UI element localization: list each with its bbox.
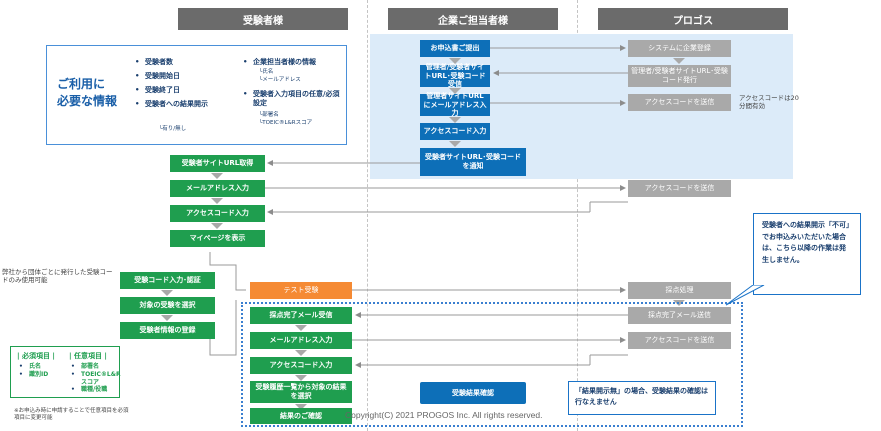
callout-pointer-icon: [725, 285, 765, 306]
candidate-step-select-test: 対象の受験を選択: [120, 297, 215, 314]
progos-step-scoring: 採点処理: [628, 282, 731, 299]
candidate-step-history: 受験履歴一覧から対象の結果を選択: [250, 381, 352, 403]
access-code-note: アクセスコードは20分間有効: [739, 94, 799, 111]
optional-heading-text: 任意項目: [74, 352, 102, 360]
footnote: ※お申込み時に申請することで任意項目を必須項目に変更可能: [14, 408, 129, 422]
info-subitem: └有り/無し: [159, 126, 187, 132]
candidate-step-take-test: テスト受験: [250, 282, 352, 299]
column-divider: [577, 0, 578, 431]
arrow-down-icon: [161, 290, 173, 296]
info-subitem: └氏名: [259, 69, 274, 75]
candidate-step-email: メールアドレス入力: [170, 180, 265, 197]
column-divider: [367, 0, 368, 431]
progos-step-issue-url: 管理者/受験者サイトURL･受験コード発行: [628, 65, 731, 87]
arrow-down-icon: [295, 404, 307, 410]
optional-heading: | 任意項目 |: [69, 352, 107, 360]
arrow-down-icon: [449, 141, 461, 147]
optional-item: 部署名: [71, 363, 121, 371]
candidate-step-email-2: メールアドレス入力: [250, 332, 352, 349]
candidate-step-code-auth: 受験コード入力･認証: [120, 272, 215, 289]
info-item: 受験者への結果開示: [135, 100, 245, 109]
info-item: 受験者入力項目の任意/必須設定: [243, 90, 343, 108]
progos-step-register: システムに企業登録: [628, 40, 731, 57]
info-item: 企業担当者様の情報: [243, 58, 345, 67]
optional-item: 職種/役職: [71, 386, 121, 394]
required-info-box: ご利用に 必要な情報 受験者数 受験開始日 受験終了日 受験者への結果開示 └有…: [46, 45, 347, 145]
candidate-step-scoring-mail: 採点完了メール受信: [250, 307, 352, 324]
arrow-down-icon: [449, 88, 461, 94]
info-subitem: └メールアドレス: [259, 77, 301, 83]
arrow-down-icon: [295, 350, 307, 356]
required-item: 氏名: [19, 363, 48, 371]
candidate-step-get-url: 受験者サイトURL取得: [170, 155, 265, 172]
result-disclosure-region: [241, 302, 743, 427]
arrow-down-icon: [161, 315, 173, 321]
header-candidate: 受験者様: [178, 8, 348, 30]
company-step-admin-email: 管理者サイトURLにメールアドレス入力: [420, 92, 490, 117]
arrow-down-icon: [211, 198, 223, 204]
arrow-down-icon: [449, 117, 461, 123]
candidate-step-access-code: アクセスコード入力: [170, 205, 265, 222]
required-heading: | 必須項目 |: [17, 352, 55, 360]
candidate-step-access-code-2: アクセスコード入力: [250, 357, 352, 374]
copyright: Copyright(C) 2021 PROGOS Inc. All rights…: [345, 410, 543, 420]
progos-step-send-code-2: アクセスコードを送信: [628, 180, 731, 197]
info-list-right: 企業担当者様の情報: [243, 58, 345, 67]
company-step-apply: お申込書ご提出: [420, 40, 490, 57]
progos-step-send-code-3: アクセスコードを送信: [628, 332, 731, 349]
required-list: 氏名 識別ID: [19, 363, 48, 379]
candidate-step-mypage: マイページを表示: [170, 230, 265, 247]
company-step-receive-url: 管理者/受験者サイトURL･受験コード受信: [420, 63, 490, 88]
required-item: 識別ID: [19, 371, 48, 379]
candidate-step-register-info: 受験者情報の登録: [120, 322, 215, 339]
info-title-line: 必要な情報: [57, 93, 118, 108]
arrow-down-icon: [449, 58, 461, 64]
result-confirm-box: 受験結果確認: [420, 382, 526, 404]
optional-list: 部署名 TOEIC®L&Rスコア 職種/役職: [71, 363, 121, 394]
company-step-notify: 受験者サイトURL･受験コードを通知: [420, 148, 526, 176]
company-step-access-code: アクセスコード入力: [420, 123, 490, 140]
callout-no-result: 「結果開示無」の場合、受験結果の確認は行なえません: [568, 381, 716, 415]
header-progos: プロゴス: [598, 8, 788, 30]
info-title-line: ご利用に: [57, 77, 106, 91]
candidate-step-confirm: 結果のご確認: [250, 408, 352, 424]
optional-item: TOEIC®L&Rスコア: [71, 371, 121, 387]
info-subitem: └部署名: [259, 112, 279, 118]
info-title: ご利用に 必要な情報: [57, 76, 117, 110]
arrow-down-icon: [211, 173, 223, 179]
info-item: 受験開始日: [135, 72, 245, 81]
callout-no-disclosure: 受験者への結果開示「不可」でお申込みいただいた場合は、こちら以降の作業は発生しま…: [753, 213, 861, 295]
arrow-down-icon: [295, 375, 307, 381]
header-company: 企業ご担当者様: [388, 8, 558, 30]
required-fields-box: | 必須項目 | | 任意項目 | 氏名 識別ID 部署名 TOEIC®L&Rス…: [10, 346, 121, 398]
info-list-left: 受験者数 受験開始日 受験終了日 受験者への結果開示: [135, 58, 245, 109]
arrow-down-icon: [211, 223, 223, 229]
progos-step-send-code: アクセスコードを送信: [628, 94, 731, 111]
info-item: 受験終了日: [135, 86, 245, 95]
info-subitem: └TOEIC®L&Rスコア: [259, 120, 313, 126]
arrow-down-icon: [673, 58, 685, 64]
arrow-down-icon: [295, 325, 307, 331]
info-list-right-2: 受験者入力項目の任意/必須設定: [243, 90, 343, 108]
info-item: 受験者数: [135, 58, 245, 67]
progos-step-scoring-mail: 採点完了メール送信: [628, 307, 731, 324]
group-code-note: 弊社から団体ごとに発行した受験コードのみ使用可能: [2, 268, 113, 285]
required-heading-text: 必須項目: [22, 352, 50, 360]
